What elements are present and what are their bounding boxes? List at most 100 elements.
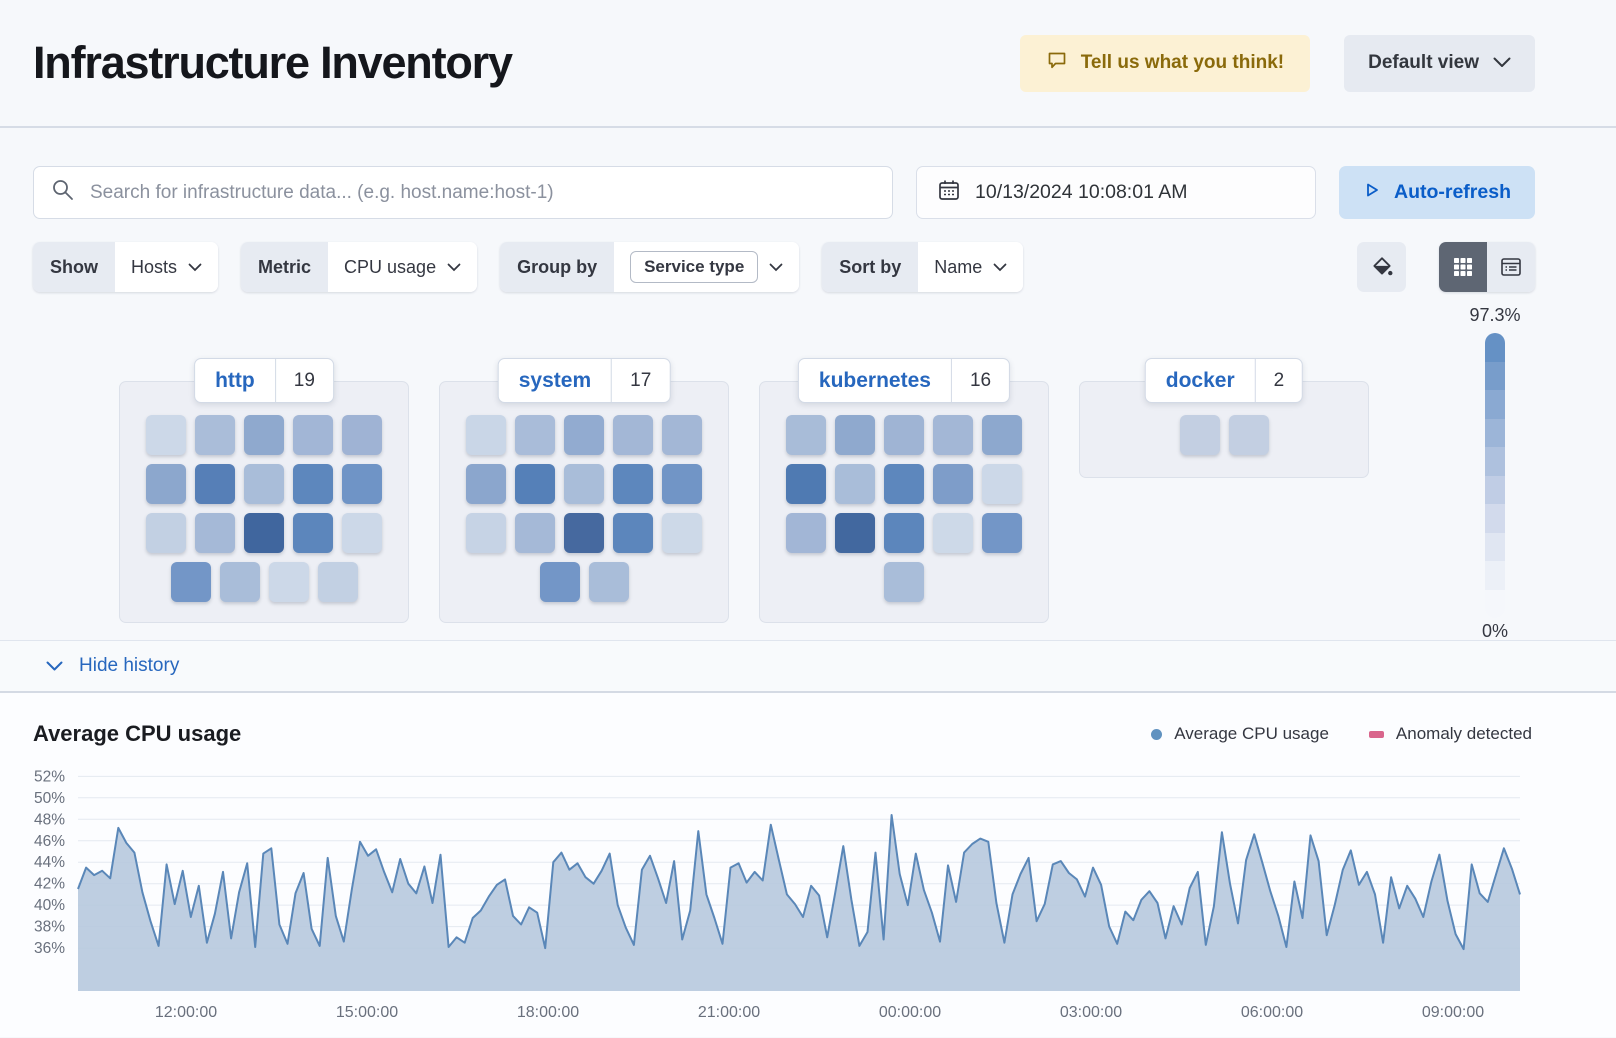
- host-node[interactable]: [835, 464, 875, 504]
- waffle-row: [146, 464, 382, 504]
- host-node[interactable]: [786, 513, 826, 553]
- scale-gradient-bar[interactable]: [1485, 333, 1505, 618]
- chevron-down-icon: [447, 263, 461, 271]
- host-node[interactable]: [539, 562, 580, 602]
- host-node[interactable]: [466, 513, 506, 553]
- host-node[interactable]: [884, 513, 924, 553]
- group-by-control[interactable]: Group by Service type: [500, 242, 800, 292]
- host-node[interactable]: [884, 415, 924, 455]
- host-node[interactable]: [884, 562, 924, 602]
- host-node[interactable]: [662, 415, 702, 455]
- host-node[interactable]: [588, 562, 629, 602]
- host-node[interactable]: [1179, 415, 1220, 455]
- host-node[interactable]: [933, 513, 973, 553]
- host-node[interactable]: [317, 562, 358, 602]
- sort-by-control[interactable]: Sort by Name: [822, 242, 1024, 292]
- show-value: Hosts: [131, 256, 178, 277]
- host-node[interactable]: [662, 513, 702, 553]
- host-node[interactable]: [662, 464, 702, 504]
- feedback-button[interactable]: Tell us what you think!: [1019, 34, 1311, 92]
- host-node[interactable]: [884, 464, 924, 504]
- host-node[interactable]: [933, 464, 973, 504]
- search-box[interactable]: [33, 166, 893, 219]
- date-time-value: 10/13/2024 10:08:01 AM: [975, 181, 1188, 203]
- host-node[interactable]: [515, 415, 555, 455]
- table-view-button[interactable]: [1487, 242, 1535, 292]
- host-node[interactable]: [293, 513, 333, 553]
- legend-item-avg-cpu[interactable]: Average CPU usage: [1151, 724, 1329, 744]
- history-toggle-row: Hide history: [0, 640, 1616, 691]
- hide-history-link[interactable]: Hide history: [46, 655, 179, 677]
- group-count: 19: [293, 369, 315, 391]
- host-node[interactable]: [515, 464, 555, 504]
- host-node[interactable]: [244, 415, 284, 455]
- color-palette-button[interactable]: [1357, 242, 1406, 292]
- host-node[interactable]: [146, 513, 186, 553]
- host-node[interactable]: [342, 415, 382, 455]
- host-node[interactable]: [293, 415, 333, 455]
- group-by-value[interactable]: Service type: [630, 251, 759, 283]
- group-name-link[interactable]: docker: [1165, 368, 1235, 392]
- saved-view-picker[interactable]: Default view: [1344, 34, 1535, 92]
- host-node[interactable]: [219, 562, 260, 602]
- host-node[interactable]: [342, 513, 382, 553]
- host-node[interactable]: [195, 464, 235, 504]
- host-node[interactable]: [244, 464, 284, 504]
- host-node[interactable]: [268, 562, 309, 602]
- auto-refresh-button[interactable]: Auto-refresh: [1339, 166, 1535, 219]
- inventory-controls: Show Hosts Metric CPU usage Group by Ser…: [33, 242, 1535, 292]
- host-node[interactable]: [786, 464, 826, 504]
- host-node[interactable]: [564, 513, 604, 553]
- y-axis-tick: 38%: [34, 919, 65, 936]
- host-node[interactable]: [982, 415, 1022, 455]
- date-time-picker[interactable]: 10/13/2024 10:08:01 AM: [916, 166, 1316, 219]
- group-badge[interactable]: http 19: [194, 358, 334, 403]
- group-name-link[interactable]: system: [518, 368, 592, 392]
- host-node[interactable]: [146, 415, 186, 455]
- host-node[interactable]: [564, 415, 604, 455]
- host-node[interactable]: [170, 562, 211, 602]
- hide-history-label: Hide history: [79, 655, 180, 676]
- host-node[interactable]: [613, 464, 653, 504]
- host-node[interactable]: [982, 513, 1022, 553]
- show-control[interactable]: Show Hosts: [33, 242, 219, 292]
- legend-item-anomaly[interactable]: Anomaly detected: [1368, 724, 1532, 744]
- group-by-label: Group by: [500, 242, 615, 292]
- x-axis-tick: 15:00:00: [336, 1004, 398, 1021]
- host-node[interactable]: [466, 415, 506, 455]
- host-node[interactable]: [835, 415, 875, 455]
- map-view-button[interactable]: [1439, 242, 1487, 292]
- host-node[interactable]: [244, 513, 284, 553]
- host-node[interactable]: [786, 415, 826, 455]
- host-node[interactable]: [613, 415, 653, 455]
- show-label: Show: [33, 242, 115, 292]
- host-node[interactable]: [613, 513, 653, 553]
- host-node[interactable]: [564, 464, 604, 504]
- host-node[interactable]: [195, 513, 235, 553]
- y-axis-tick: 36%: [34, 940, 65, 957]
- host-node[interactable]: [1228, 415, 1269, 455]
- host-node[interactable]: [982, 464, 1022, 504]
- host-node[interactable]: [466, 464, 506, 504]
- host-node[interactable]: [933, 415, 973, 455]
- metric-control[interactable]: Metric CPU usage: [241, 242, 478, 292]
- search-input[interactable]: [88, 180, 875, 205]
- waffle-row: [146, 513, 382, 553]
- saved-view-label: Default view: [1368, 52, 1479, 73]
- group-name-link[interactable]: http: [215, 368, 255, 392]
- y-axis-tick: 42%: [34, 876, 65, 893]
- host-node[interactable]: [515, 513, 555, 553]
- host-node[interactable]: [293, 464, 333, 504]
- group-name-link[interactable]: kubernetes: [818, 368, 931, 392]
- history-chart-section: Average CPU usage Average CPU usage Anom…: [0, 691, 1616, 1037]
- host-node[interactable]: [195, 415, 235, 455]
- host-node[interactable]: [342, 464, 382, 504]
- chart-title: Average CPU usage: [33, 721, 242, 746]
- host-node[interactable]: [835, 513, 875, 553]
- x-axis-tick: 09:00:00: [1422, 1004, 1484, 1021]
- host-node[interactable]: [146, 464, 186, 504]
